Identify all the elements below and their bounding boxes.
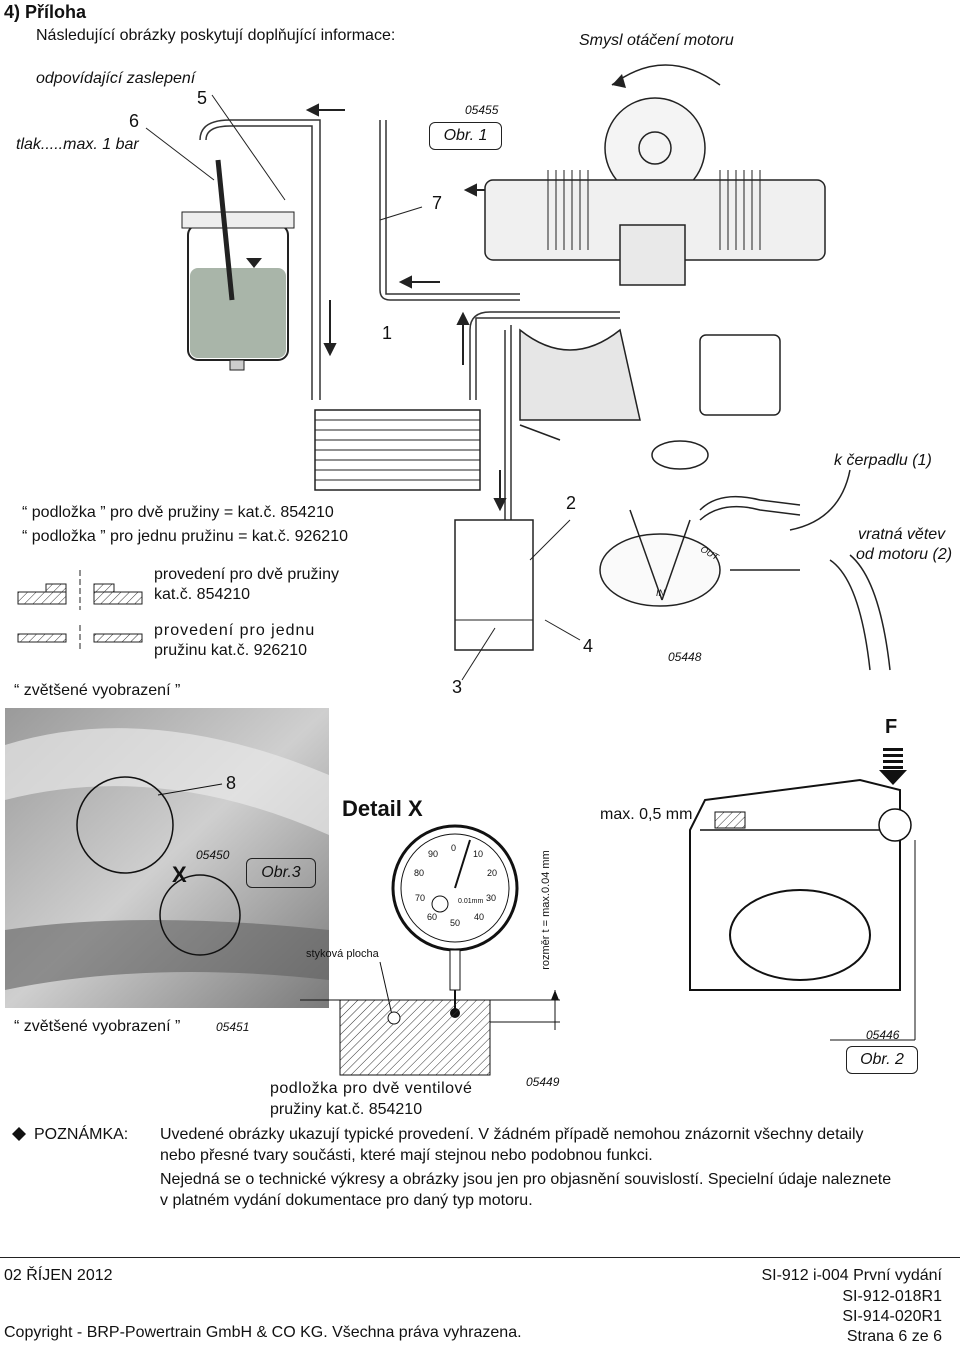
footer-doc-3: SI-914-020R1 bbox=[842, 1308, 942, 1325]
detail-washer-caption-1: podložka pro dvě ventilové bbox=[270, 1080, 473, 1097]
direction-label: Smysl otáčení motoru bbox=[579, 32, 734, 49]
section-intro: Následující obrázky poskytují doplňující… bbox=[36, 27, 396, 44]
note-label: POZNÁMKA: bbox=[34, 1126, 129, 1143]
measuring-cup bbox=[454, 519, 534, 651]
fig2-code: 05446 bbox=[866, 1028, 900, 1042]
footer-doc-1: SI-912 i-004 První vydání bbox=[761, 1267, 942, 1284]
oil-tank bbox=[181, 159, 295, 371]
dial-40: 40 bbox=[474, 912, 485, 922]
return-line-label-2: od motoru (2) bbox=[856, 546, 953, 563]
pressure-label: tlak.....max. 1 bar bbox=[16, 136, 139, 153]
callout-6: 6 bbox=[129, 111, 140, 131]
enlarged-label-bottom: “ zvětšené vyobrazení ” bbox=[14, 1018, 181, 1035]
fig3-obr-box: Obr.3 bbox=[246, 858, 316, 888]
to-pump-label: k čerpadlu (1) bbox=[834, 452, 932, 469]
washer-two-springs-label-2: kat.č. 854210 bbox=[154, 586, 251, 603]
oil-cooler bbox=[314, 409, 481, 491]
washer-line-2: “ podložka ” pro jednu pružinu = kat.č. … bbox=[22, 528, 348, 545]
footer-date: 02 ŘÍJEN 2012 bbox=[4, 1267, 113, 1284]
note-line-1: Uvedené obrázky ukazují typické proveden… bbox=[160, 1126, 864, 1143]
callout-3: 3 bbox=[452, 677, 463, 697]
dial-50: 50 bbox=[450, 918, 461, 928]
force-label: F bbox=[885, 716, 898, 738]
fig1-obr-box: Obr. 1 bbox=[429, 122, 502, 150]
x-mark: X bbox=[172, 862, 187, 887]
dial-80: 80 bbox=[414, 868, 425, 878]
blanking-label: odpovídající zaslepení bbox=[36, 70, 196, 87]
washer-two-springs-label-1: provedení pro dvě pružiny bbox=[154, 566, 339, 583]
detail-title: Detail X bbox=[342, 796, 423, 821]
footer-page: Strana 6 ze 6 bbox=[846, 1328, 942, 1345]
callout-4: 4 bbox=[583, 636, 594, 656]
pump-code: 05448 bbox=[668, 650, 702, 664]
note-line-3: Nejedná se o technické výkresy a obrázky… bbox=[160, 1171, 892, 1188]
footer-rule bbox=[0, 1257, 960, 1258]
dial-20: 20 bbox=[487, 868, 498, 878]
dial-10: 10 bbox=[473, 849, 484, 859]
callout-5: 5 bbox=[197, 88, 208, 108]
max-label: max. 0,5 mm bbox=[600, 806, 693, 823]
dial-60: 60 bbox=[427, 912, 438, 922]
port-in-label: IN bbox=[656, 588, 665, 598]
note-line-4: v platném vydání dokumentace pro daný ty… bbox=[160, 1192, 533, 1209]
note-bullet-icon bbox=[12, 1127, 26, 1141]
contact-surface-label: styková plocha bbox=[306, 948, 379, 960]
dimension-label: rozměr t = max.0.04 mm bbox=[539, 850, 552, 970]
footer-copyright: Copyright - BRP-Powertrain GmbH & CO KG.… bbox=[4, 1324, 522, 1341]
cylinder-block-section bbox=[300, 961, 560, 1076]
force-arrow bbox=[879, 748, 907, 785]
return-line-label-1: vratná větev bbox=[858, 526, 946, 543]
detail-code: 05449 bbox=[526, 1075, 560, 1089]
dial-0: 0 bbox=[451, 843, 457, 853]
note-line-2: nebo přesné tvary součásti, které mají s… bbox=[160, 1147, 653, 1164]
enlarged-label-top: “ zvětšené vyobrazení ” bbox=[14, 682, 181, 699]
detail-washer-caption-2: pružiny kat.č. 854210 bbox=[270, 1101, 423, 1118]
fig2-obr-box: Obr. 2 bbox=[846, 1046, 918, 1074]
fig3-code: 05450 bbox=[196, 848, 230, 862]
fig3-code-2: 05451 bbox=[216, 1020, 250, 1034]
rotation-arrow bbox=[611, 64, 721, 86]
dial-70: 70 bbox=[415, 893, 426, 903]
washer-one-spring-label-1: provedení pro jednu bbox=[154, 622, 316, 639]
callout-1: 1 bbox=[382, 323, 393, 343]
engine bbox=[484, 97, 826, 441]
footer-doc-2: SI-912-018R1 bbox=[842, 1288, 942, 1305]
callout-8: 8 bbox=[226, 773, 237, 793]
pump-assembly bbox=[599, 440, 891, 671]
washer-line-1: “ podložka ” pro dvě pružiny = kat.č. 85… bbox=[22, 504, 334, 521]
dial-30: 30 bbox=[486, 893, 497, 903]
dial-indicator bbox=[391, 824, 519, 1018]
cylinder-head bbox=[689, 778, 916, 1041]
dial-90: 90 bbox=[428, 849, 439, 859]
washer-one-spring-label-2: pružinu kat.č. 926210 bbox=[154, 642, 307, 659]
washer-one-spring bbox=[17, 625, 143, 650]
dial-unit: 0.01mm bbox=[458, 898, 484, 905]
fig1-code: 05455 bbox=[465, 103, 499, 117]
section-title: 4) Příloha bbox=[4, 2, 87, 22]
callout-7: 7 bbox=[432, 193, 443, 213]
callout-2: 2 bbox=[566, 493, 577, 513]
washer-two-springs bbox=[17, 570, 143, 610]
